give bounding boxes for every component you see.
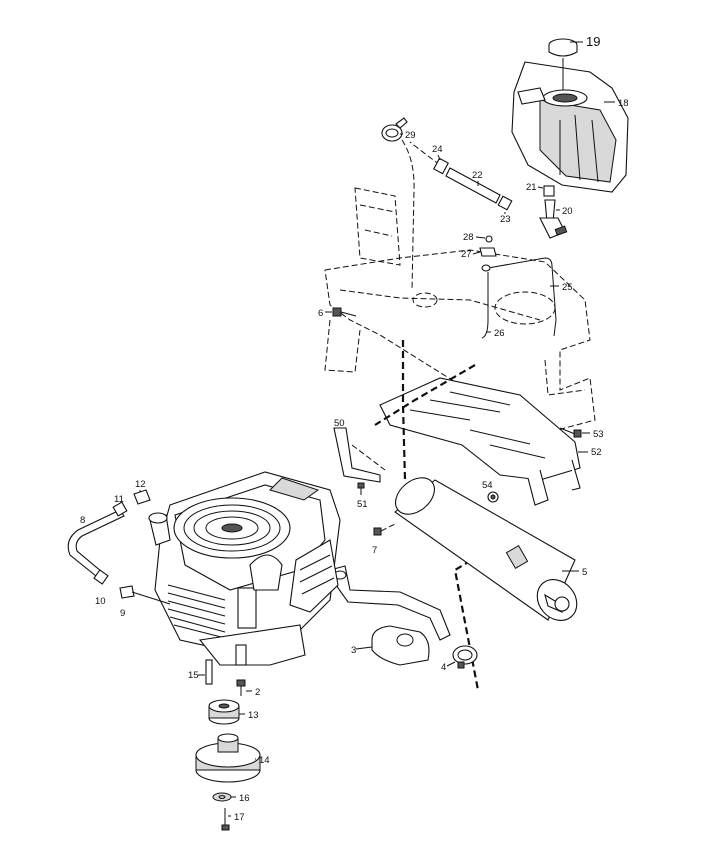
callout-label-23: 23	[500, 214, 511, 225]
callout-label-14: 14	[259, 755, 270, 766]
mount-line-2	[374, 364, 476, 426]
bolt-7	[373, 523, 396, 536]
callout-label-9: 9	[120, 608, 125, 619]
fuel-line-path	[401, 139, 441, 291]
callout-label-11: 11	[114, 494, 124, 505]
bracket-50	[333, 427, 386, 483]
muffler-5	[394, 477, 578, 621]
bolt-6	[332, 307, 357, 317]
callout-label-18: 18	[618, 98, 629, 109]
callout-label-5: 5	[582, 567, 587, 578]
callout-leader-4	[446, 661, 456, 667]
callout-label-28: 28	[463, 232, 474, 243]
hose-clamp-29	[381, 117, 408, 142]
callout-labels: 1918292422212023282725626535052545112118…	[80, 34, 629, 823]
callout-label-54: 54	[482, 480, 493, 491]
clamp-4	[452, 645, 478, 669]
callout-label-10: 10	[95, 596, 106, 607]
callout-label-7: 7	[372, 545, 377, 556]
callout-label-50: 50	[334, 418, 345, 429]
callout-label-2: 2	[255, 687, 260, 698]
bolt-2	[236, 679, 246, 696]
callout-label-3: 3	[351, 645, 356, 656]
callout-label-52: 52	[591, 447, 602, 458]
heat-shield-52	[379, 377, 581, 506]
callout-label-25: 25	[562, 282, 573, 293]
exhaust-pipe-3	[329, 565, 451, 666]
callout-leader-28	[475, 236, 486, 239]
callout-label-19: 19	[586, 34, 600, 49]
callout-label-12: 12	[135, 479, 146, 490]
callout-leader-24	[437, 154, 441, 161]
washer-16	[212, 792, 232, 802]
callout-label-51: 51	[357, 499, 368, 510]
callout-label-6: 6	[318, 308, 323, 319]
callout-label-17: 17	[234, 812, 245, 823]
callout-label-15: 15	[188, 670, 199, 681]
callout-label-29: 29	[405, 130, 416, 141]
fuel-hose-22	[433, 157, 513, 211]
spacer-13	[208, 699, 240, 725]
fuel-tank	[511, 61, 629, 193]
callout-label-4: 4	[441, 662, 446, 673]
callout-label-8: 8	[80, 515, 85, 526]
callout-leader-21	[537, 186, 544, 189]
callout-label-13: 13	[248, 710, 259, 721]
callout-label-26: 26	[494, 328, 505, 339]
fuel-valve-20	[539, 185, 568, 239]
control-rods	[479, 235, 557, 339]
callout-label-20: 20	[562, 206, 573, 217]
bolt-17	[221, 808, 230, 831]
mount-line-1	[401, 340, 407, 481]
screw-51	[357, 482, 365, 495]
callout-leader-27	[472, 251, 481, 255]
engine	[148, 471, 341, 666]
callout-label-53: 53	[593, 429, 604, 440]
callout-label-21: 21	[526, 182, 537, 193]
nut-54	[487, 491, 499, 503]
callout-label-24: 24	[432, 144, 443, 155]
bolt-53	[559, 427, 582, 438]
key-15	[205, 659, 213, 685]
pulley-14	[195, 733, 261, 783]
fuel-line-8	[67, 489, 171, 605]
callout-leader-3	[355, 646, 373, 650]
callout-label-16: 16	[239, 793, 250, 804]
callout-label-27: 27	[461, 249, 472, 260]
callout-label-22: 22	[472, 170, 483, 181]
chassis-frame	[324, 187, 596, 441]
